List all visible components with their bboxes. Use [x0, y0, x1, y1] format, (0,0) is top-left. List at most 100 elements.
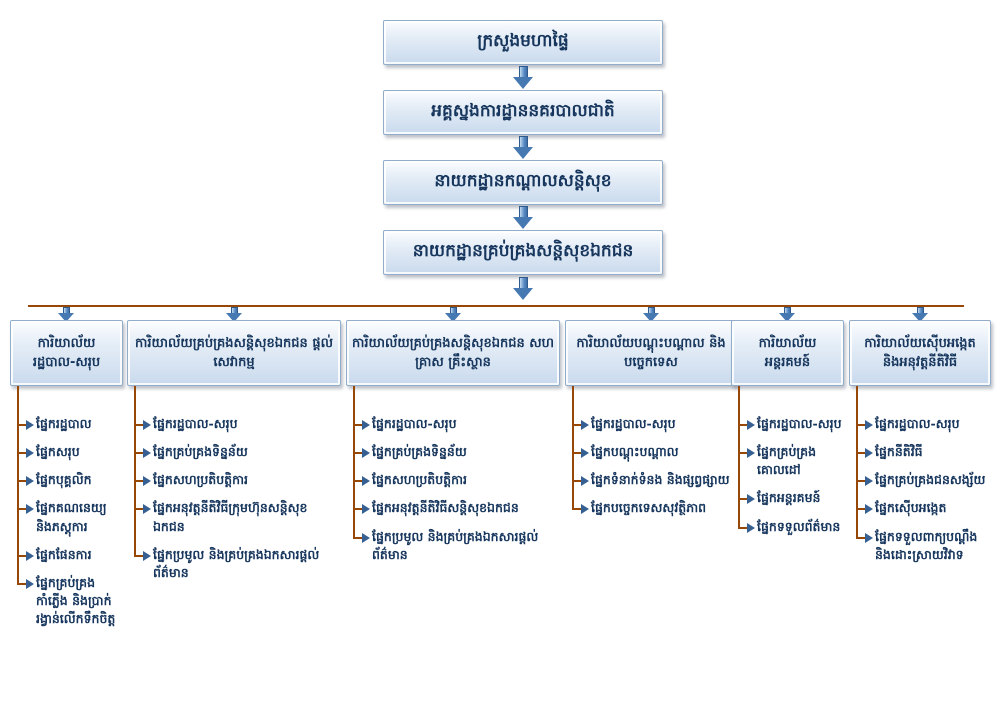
down-arrow-icon [513, 136, 533, 159]
unit-item: ផ្នែកប្រមូល និងគ្រប់គ្រងឯកសារផ្តល់ព័ត៌មា… [346, 522, 560, 569]
arrow-bullet-icon [362, 504, 370, 515]
branch-enterprise-security: ការិយាល័យគ្រប់គ្រងសន្តិសុខឯកជន សហគ្រាស គ… [346, 320, 560, 569]
unit-label: ផ្នែកគ្រប់គ្រងជនសង្ស័យ [875, 472, 986, 488]
unit-item: ផ្នែកទទួលព័ត៌មាន [731, 512, 844, 541]
arrow-bullet-icon [865, 504, 873, 515]
unit-item: ផ្នែកគ្រប់គ្រងជនសង្ស័យ [849, 466, 991, 495]
arrow-bullet-icon [143, 420, 151, 430]
arrow-bullet-icon [26, 504, 34, 515]
unit-item: ផ្នែកគ្រប់គ្រងទិន្នន័យ [127, 438, 341, 467]
unit-item: ផ្នែករដ្ឋបាល-សរុប [849, 410, 991, 439]
arrow-bullet-icon [747, 420, 755, 430]
unit-label: ផ្នែកផែនការ [36, 546, 92, 562]
arrow-bullet-icon [143, 550, 151, 561]
unit-item: ផ្នែកបច្ចេកទេសសុវត្ថិភាព [565, 494, 737, 522]
org-box-central-dept: នាយកដ្ឋានកណ្តាលសន្តិសុខ [383, 160, 663, 205]
branch-intervention: ការិយាល័យ អន្តរគមន៍ ផ្នែករដ្ឋបាល-សរុប ផ្… [731, 320, 844, 541]
unit-label: ផ្នែកប្រមូល និងគ្រប់គ្រងឯកសារផ្តល់ព័ត៌មា… [372, 528, 539, 562]
arrow-bullet-icon [26, 550, 34, 561]
unit-label: ផ្នែកគណនេយ្យ និងភស្តុការ [36, 500, 107, 534]
unit-item: ផ្នែកសរុប [10, 438, 123, 467]
unit-item: ផ្នែកអនុវត្តនីតិវិធីក្រុមហ៊ុនសន្តិសុខឯកជ… [127, 494, 341, 541]
unit-item: ផ្នែករដ្ឋបាល [10, 410, 123, 439]
unit-label: ផ្នែកបណ្តុះបណ្តាល [591, 444, 679, 460]
unit-item: ផ្នែករដ្ឋបាល-សរុប [565, 410, 737, 439]
down-arrow-icon [910, 307, 930, 322]
arrow-bullet-icon [26, 476, 34, 487]
arrow-bullet-icon [747, 494, 755, 505]
unit-list: ផ្នែករដ្ឋបាល-សរុប ផ្នែកគ្រប់គ្រងទិន្នន័យ… [346, 386, 560, 569]
unit-item: ផ្នែកគ្រប់គ្រងកាំភ្លើង និងប្រាក់រង្វាន់ល… [10, 568, 123, 633]
unit-label: ផ្នែកទំនាក់ទំនង និងផ្សព្វផ្សាយ [591, 472, 730, 488]
arrow-bullet-icon [865, 420, 873, 430]
branch-admin: ការិយាល័យ រដ្ឋបាល-សរុប ផ្នែករដ្ឋបាល ផ្នែ… [10, 320, 123, 633]
unit-item: ផ្នែកសហប្រតិបត្តិការ [127, 466, 341, 495]
unit-label: ផ្នែកទទួលព័ត៌មាន [757, 518, 841, 534]
unit-label: ផ្នែករដ្ឋបាល-សរុប [372, 416, 457, 431]
unit-list: ផ្នែករដ្ឋបាល-សរុប ផ្នែកគ្រប់គ្រងទិន្នន័យ… [127, 386, 341, 587]
arrow-bullet-icon [747, 448, 755, 459]
unit-label: ផ្នែកអនុវត្តនីតិវិធីក្រុមហ៊ុនសន្តិសុខឯកជ… [153, 500, 308, 534]
unit-item: ផ្នែកសហប្រតិបត្តិការ [346, 466, 560, 495]
arrow-bullet-icon [865, 448, 873, 459]
unit-item: ផ្នែកអន្តរគមន៍ [731, 484, 844, 513]
org-box-security-dept: នាយកដ្ឋានគ្រប់គ្រងសន្តិសុខឯកជន [383, 230, 663, 275]
office-title-box: ការិយាល័យស៊ើបអង្កេត និងអនុវត្តនីតិវិធី [849, 320, 991, 386]
office-title-box: ការិយាល័យគ្រប់គ្រងសន្តិសុខឯកជន ផ្តល់សេវា… [127, 320, 341, 386]
unit-item: ផ្នែកបណ្តុះបណ្តាល [565, 438, 737, 467]
unit-item: ផ្នែកបុគ្គលិក [10, 466, 123, 495]
unit-label: ផ្នែករដ្ឋបាល-សរុប [153, 416, 238, 431]
unit-list: ផ្នែករដ្ឋបាល-សរុប ផ្នែកគ្រប់គ្រងគោលដៅ ផ្… [731, 386, 844, 541]
down-arrow-icon [513, 277, 533, 300]
office-title-box: ការិយាល័យបណ្តុះបណ្តាល និងបច្ចេកទេស [565, 320, 737, 386]
unit-label: ផ្នែកគ្រប់គ្រងកាំភ្លើង និងប្រាក់រង្វាន់ល… [36, 574, 116, 626]
arrow-bullet-icon [362, 532, 370, 543]
unit-label: ផ្នែកទទួលពាក្យបណ្តឹង និងដោះស្រាយវិវាទ [875, 528, 978, 562]
unit-label: ផ្នែកនីតិវិធី [875, 444, 923, 460]
unit-list: ផ្នែករដ្ឋបាល-សរុប ផ្នែកបណ្តុះបណ្តាល ផ្នែ… [565, 386, 737, 523]
arrow-bullet-icon [143, 448, 151, 459]
unit-label: ផ្នែកស៊ើបអង្កេត [875, 500, 947, 516]
office-title-box: ការិយាល័យ រដ្ឋបាល-សរុប [10, 320, 123, 386]
arrow-bullet-icon [362, 476, 370, 487]
unit-item: ផ្នែករដ្ឋបាល-សរុប [731, 410, 844, 439]
arrow-bullet-icon [26, 578, 34, 589]
arrow-bullet-icon [581, 420, 589, 430]
unit-label: ផ្នែករដ្ឋបាល-សរុប [875, 416, 960, 431]
unit-label: ផ្នែករដ្ឋបាល-សរុប [591, 416, 676, 431]
arrow-bullet-icon [26, 420, 34, 430]
unit-item: ផ្នែកស៊ើបអង្កេត [849, 494, 991, 523]
unit-item: ផ្នែកផែនការ [10, 540, 123, 569]
arrow-bullet-icon [581, 448, 589, 459]
branch-training: ការិយាល័យបណ្តុះបណ្តាល និងបច្ចេកទេស ផ្នែក… [565, 320, 737, 523]
arrow-bullet-icon [26, 448, 34, 459]
unit-label: ផ្នែករដ្ឋបាល-សរុប [757, 416, 842, 431]
unit-label: ផ្នែកអន្តរគមន៍ [757, 490, 821, 506]
unit-label: ផ្នែកសហប្រតិបត្តិការ [372, 472, 467, 488]
arrow-bullet-icon [865, 532, 873, 543]
down-arrow-icon [443, 307, 463, 322]
unit-item: ផ្នែកទំនាក់ទំនង និងផ្សព្វផ្សាយ [565, 466, 737, 495]
down-arrow-icon [513, 206, 533, 229]
arrow-bullet-icon [143, 476, 151, 487]
arrow-bullet-icon [747, 522, 755, 533]
down-arrow-icon [56, 307, 76, 322]
unit-item: ផ្នែកគ្រប់គ្រងទិន្នន័យ [346, 438, 560, 467]
unit-label: ផ្នែករដ្ឋបាល [36, 416, 92, 431]
org-box-ministry: ក្រសួងមហាផ្ទៃ [383, 20, 663, 65]
unit-list: ផ្នែករដ្ឋបាល-សរុប ផ្នែកនីតិវិធី ផ្នែកគ្រ… [849, 386, 991, 569]
connector-line [28, 305, 964, 307]
unit-item: ផ្នែកនីតិវិធី [849, 438, 991, 467]
down-arrow-icon [641, 307, 661, 322]
arrow-bullet-icon [581, 476, 589, 487]
unit-label: ផ្នែកគ្រប់គ្រងគោលដៅ [757, 444, 817, 478]
unit-label: ផ្នែកបុគ្គលិក [36, 472, 92, 488]
arrow-bullet-icon [362, 420, 370, 430]
arrow-bullet-icon [865, 476, 873, 487]
branch-investigation: ការិយាល័យស៊ើបអង្កេត និងអនុវត្តនីតិវិធី ផ… [849, 320, 991, 569]
office-title-box: ការិយាល័យគ្រប់គ្រងសន្តិសុខឯកជន សហគ្រាស គ… [346, 320, 560, 386]
unit-item: ផ្នែកគ្រប់គ្រងគោលដៅ [731, 438, 844, 485]
unit-label: ផ្នែកអនុវត្តនីតិវិធីសន្តិសុខឯកជន [372, 500, 519, 516]
unit-label: ផ្នែកសរុប [36, 444, 80, 460]
